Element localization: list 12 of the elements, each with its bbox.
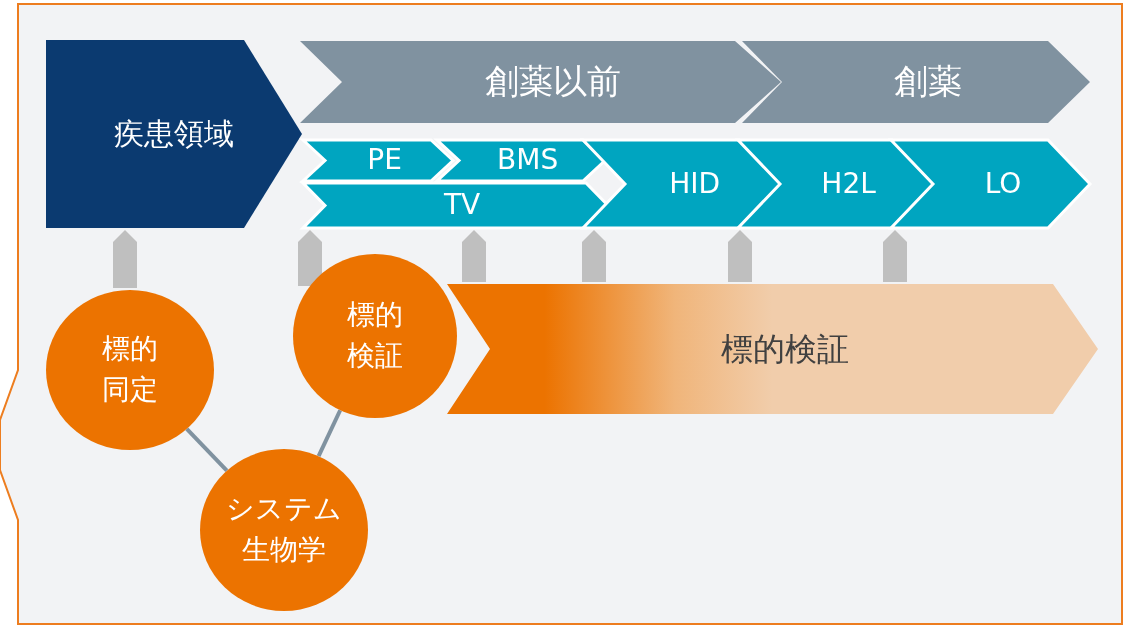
connector-line (316, 409, 342, 458)
pointer-arrow (582, 230, 606, 282)
phase-banner: 創薬以前 (300, 41, 781, 123)
pointer-arrow (298, 230, 322, 286)
pointer-arrow (728, 230, 752, 282)
phase-banner: 創薬 (742, 41, 1090, 123)
connector-line (185, 427, 229, 472)
process-banner: 標的検証 (447, 284, 1098, 414)
stage-banner: 疾患領域 (46, 40, 302, 228)
pointer-arrow (113, 230, 137, 288)
pointer-arrow (462, 230, 486, 282)
pointer-arrow (883, 230, 907, 282)
